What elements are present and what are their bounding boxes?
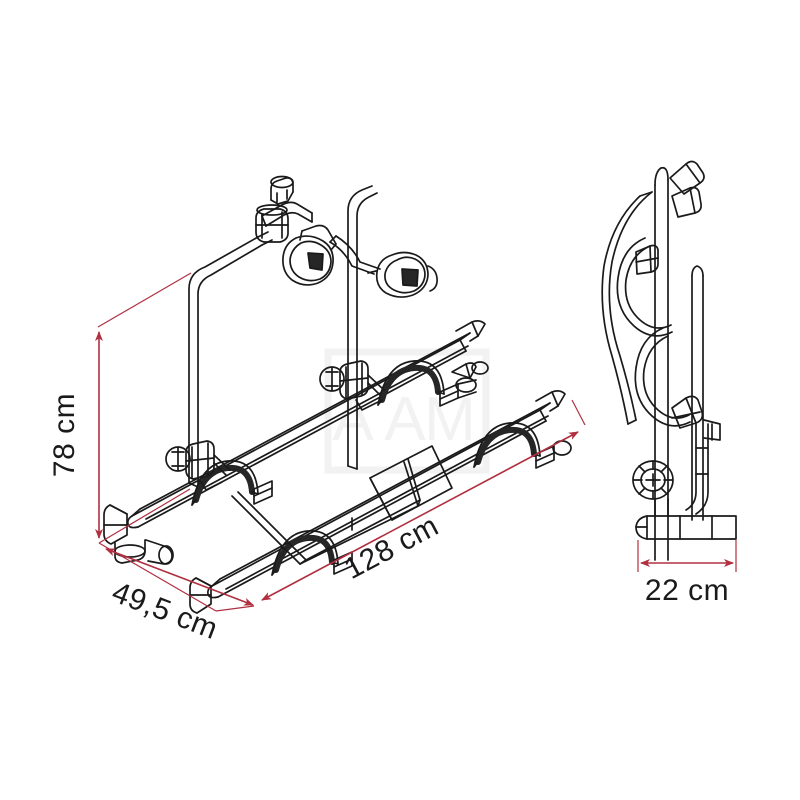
bike-holder-cradle-right xyxy=(367,251,438,298)
dim-line-49 xyxy=(105,548,254,606)
side-cradle-lower xyxy=(634,327,691,427)
side-secondary-post xyxy=(691,265,704,521)
ext-line-128-right xyxy=(571,399,586,426)
dimension-side-22cm: 22 cm xyxy=(637,540,737,607)
rail-fitting-detail xyxy=(451,361,489,379)
dim-line-128 xyxy=(261,431,579,601)
side-base-foot xyxy=(635,515,737,540)
rail-clamp-upper-b xyxy=(439,377,477,407)
side-cradle-upper xyxy=(616,237,673,337)
adjust-knob-upper-left xyxy=(270,175,294,205)
watermark-text-right: M xyxy=(424,385,480,454)
ext-line-78-bottom xyxy=(98,488,191,544)
side-clamp-mid xyxy=(635,244,659,275)
bike-holder-cradle-left xyxy=(282,224,337,286)
side-clamp-lower xyxy=(671,395,721,441)
side-adjust-knob-top xyxy=(669,160,705,218)
ext-line-78-top xyxy=(97,272,192,328)
ext-line-128-left xyxy=(215,605,255,612)
clamp-block-upper-left xyxy=(255,204,289,243)
dimension-label-22cm: 22 cm xyxy=(645,574,729,607)
post-rail-clamp-left xyxy=(165,440,231,480)
bike-strap-upper-right xyxy=(377,360,445,406)
side-bracket-arm xyxy=(685,423,709,515)
side-view xyxy=(601,160,737,561)
side-carrier-arm xyxy=(601,191,653,425)
side-post-to-foot xyxy=(654,498,669,518)
rail-upper-far-end xyxy=(455,320,486,342)
frame-top-crossbar xyxy=(257,231,273,246)
watermark-text: A xyxy=(384,385,429,454)
dimension-height-78cm: 78 cm xyxy=(48,272,192,544)
side-star-knob xyxy=(632,460,674,500)
dimension-label-78cm: 78 cm xyxy=(48,393,81,477)
post-rail-clamp-right xyxy=(319,360,385,400)
dimension-depth-49-5cm: 49,5 cm xyxy=(98,542,254,646)
bike-strap-lower-left xyxy=(271,530,339,576)
rail-brace-lower xyxy=(199,399,379,491)
side-main-post xyxy=(654,166,669,561)
carrier-arm-angled xyxy=(329,235,381,275)
rail-lower-far-end xyxy=(535,390,566,412)
